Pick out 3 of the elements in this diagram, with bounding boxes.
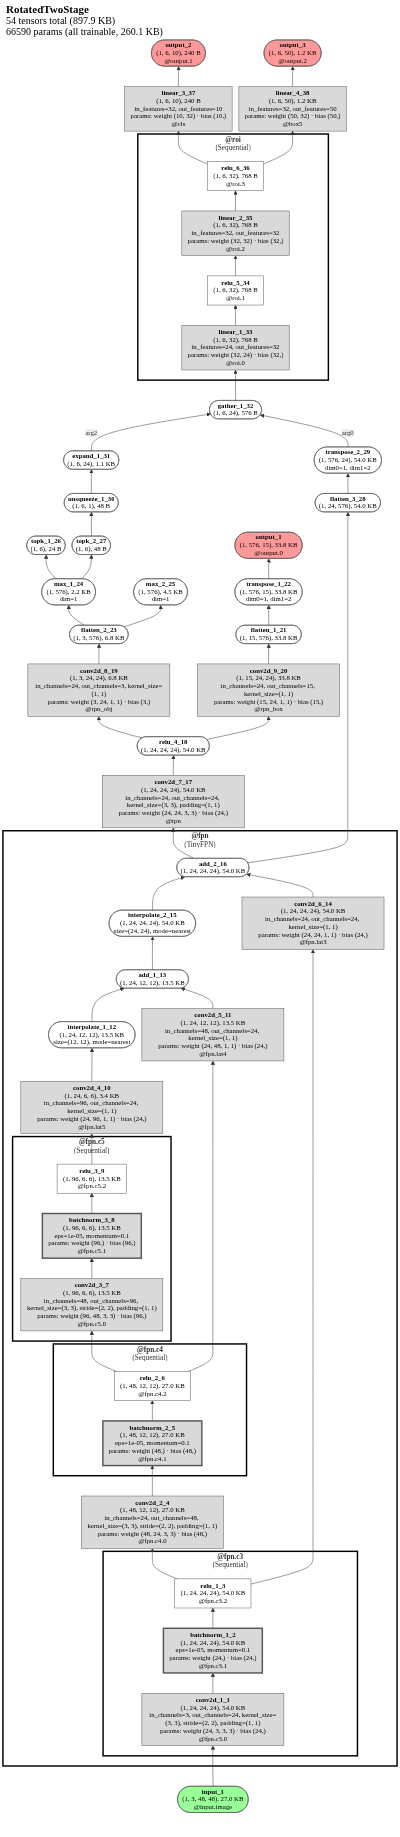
summary-note: 54 tensors total (897.9 KB) bbox=[6, 15, 117, 26]
summary-note: 66590 params (all trainable, 260.1 KB) bbox=[6, 26, 164, 37]
diagram-title: RotatedTwoStage bbox=[6, 3, 90, 15]
